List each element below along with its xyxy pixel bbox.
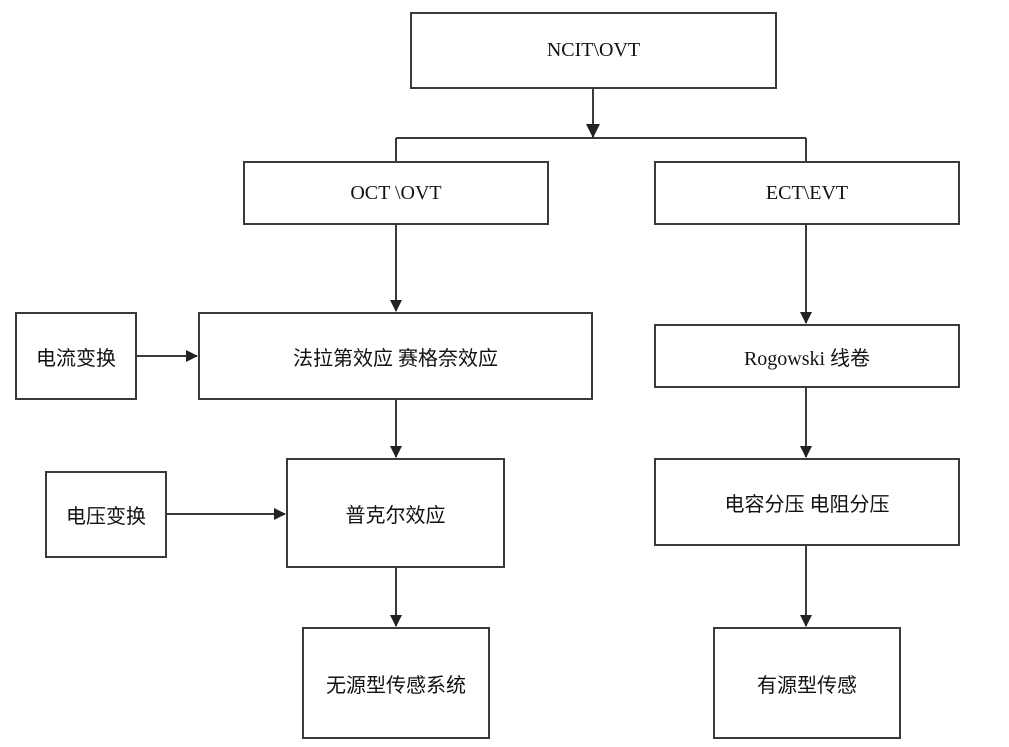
node-oct-ovt: OCT \OVT: [243, 161, 549, 225]
node-current-transform-label: 电流变换: [36, 347, 116, 370]
arrow-root-junction: [586, 124, 600, 138]
node-voltage-transform: 电压变换: [45, 471, 167, 558]
node-oct-ovt-label: OCT \OVT: [350, 181, 442, 204]
node-pockels-effect-label: 普克尔效应: [345, 504, 446, 527]
node-ncit-ovt: NCIT\OVT: [410, 12, 777, 89]
node-rogowski-coil-label: Rogowski 线卷: [743, 347, 871, 370]
node-faraday-sagnac-label: 法拉第效应 赛格奈效应: [293, 347, 498, 370]
node-passive-sensing-system-label: 无源型传感系统: [326, 674, 466, 697]
node-active-sensing-label: 有源型传感: [757, 674, 857, 697]
node-active-sensing: 有源型传感: [713, 627, 901, 739]
node-voltage-transform-label: 电压变换: [66, 506, 146, 528]
node-rogowski-coil: Rogowski 线卷: [654, 324, 960, 388]
node-capacitive-resistive-divider-label: 电容分压 电阻分压: [724, 493, 890, 516]
node-current-transform: 电流变换: [15, 312, 137, 400]
node-ect-evt: ECT\EVT: [654, 161, 960, 225]
node-passive-sensing-system: 无源型传感系统: [302, 627, 490, 739]
node-faraday-sagnac: 法拉第效应 赛格奈效应: [198, 312, 593, 400]
node-ect-evt-label: ECT\EVT: [765, 181, 849, 204]
node-pockels-effect: 普克尔效应: [286, 458, 505, 568]
node-ncit-ovt-label: NCIT\OVT: [546, 39, 641, 61]
node-capacitive-resistive-divider: 电容分压 电阻分压: [654, 458, 960, 546]
